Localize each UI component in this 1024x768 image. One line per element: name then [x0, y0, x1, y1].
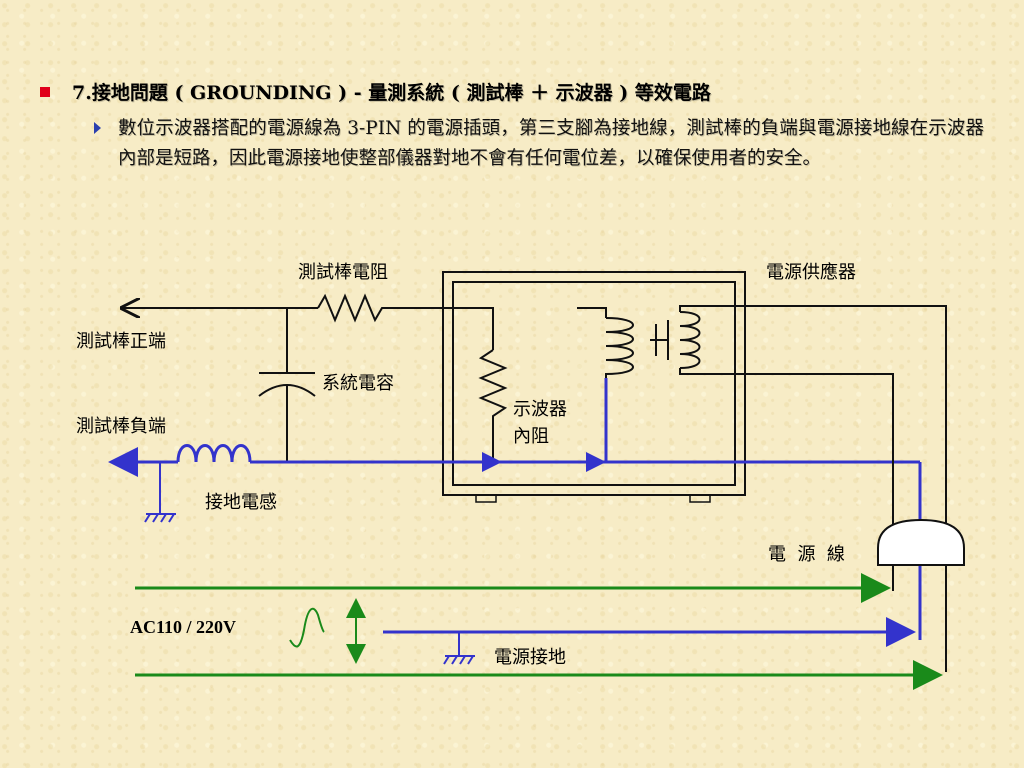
slide-title-row: 7.接地問題 ( GROUNDING ) - 量測系統 ( 測試棒 ＋ 示波器 …	[40, 78, 711, 105]
label-probe-negative: 測試棒負端	[76, 416, 166, 437]
label-power-cord: 電 源 線	[768, 544, 845, 565]
label-system-capacitance: 系統電容	[322, 373, 394, 394]
chassis-foot-right	[689, 494, 711, 503]
system-capacitor	[258, 308, 316, 462]
scope-internal-resistor	[478, 349, 508, 462]
arrow-bullet-icon	[94, 122, 101, 134]
label-probe-resistance: 測試棒電阻	[298, 262, 388, 283]
power-plug-icon	[877, 518, 965, 566]
mains-ground-line	[383, 617, 916, 665]
slide-title: 7.接地問題 ( GROUNDING ) - 量測系統 ( 測試棒 ＋ 示波器 …	[72, 82, 711, 104]
probe-positive-path	[122, 293, 508, 462]
probe-resistor	[317, 293, 494, 350]
ground-icon	[443, 655, 475, 665]
sine-wave-icon	[289, 607, 325, 648]
slide-description-row: 數位示波器搭配的電源線為 3-PIN 的電源插頭，第三支腳為接地線，測試棒的負端…	[94, 114, 984, 174]
ground-inductor	[176, 444, 252, 463]
label-probe-positive: 測試棒正端	[76, 331, 166, 352]
label-scope-internal-1: 示波器	[513, 399, 567, 420]
oscilloscope-chassis	[442, 271, 746, 503]
label-ground-inductance: 接地電感	[205, 492, 277, 513]
transformer-icon	[577, 305, 947, 672]
ground-icon	[144, 513, 176, 523]
label-scope-internal-2: 內阻	[513, 426, 549, 447]
square-bullet-icon	[40, 86, 50, 97]
label-power-ground: 電源接地	[494, 647, 566, 668]
ac-mains-lines	[135, 573, 943, 690]
slide-description: 數位示波器搭配的電源線為 3-PIN 的電源插頭，第三支腳為接地線，測試棒的負端…	[118, 118, 984, 169]
chassis-foot-left	[475, 494, 497, 503]
label-ac-voltage: AC110 / 220V	[130, 617, 236, 637]
label-power-supply: 電源供應器	[766, 261, 856, 283]
